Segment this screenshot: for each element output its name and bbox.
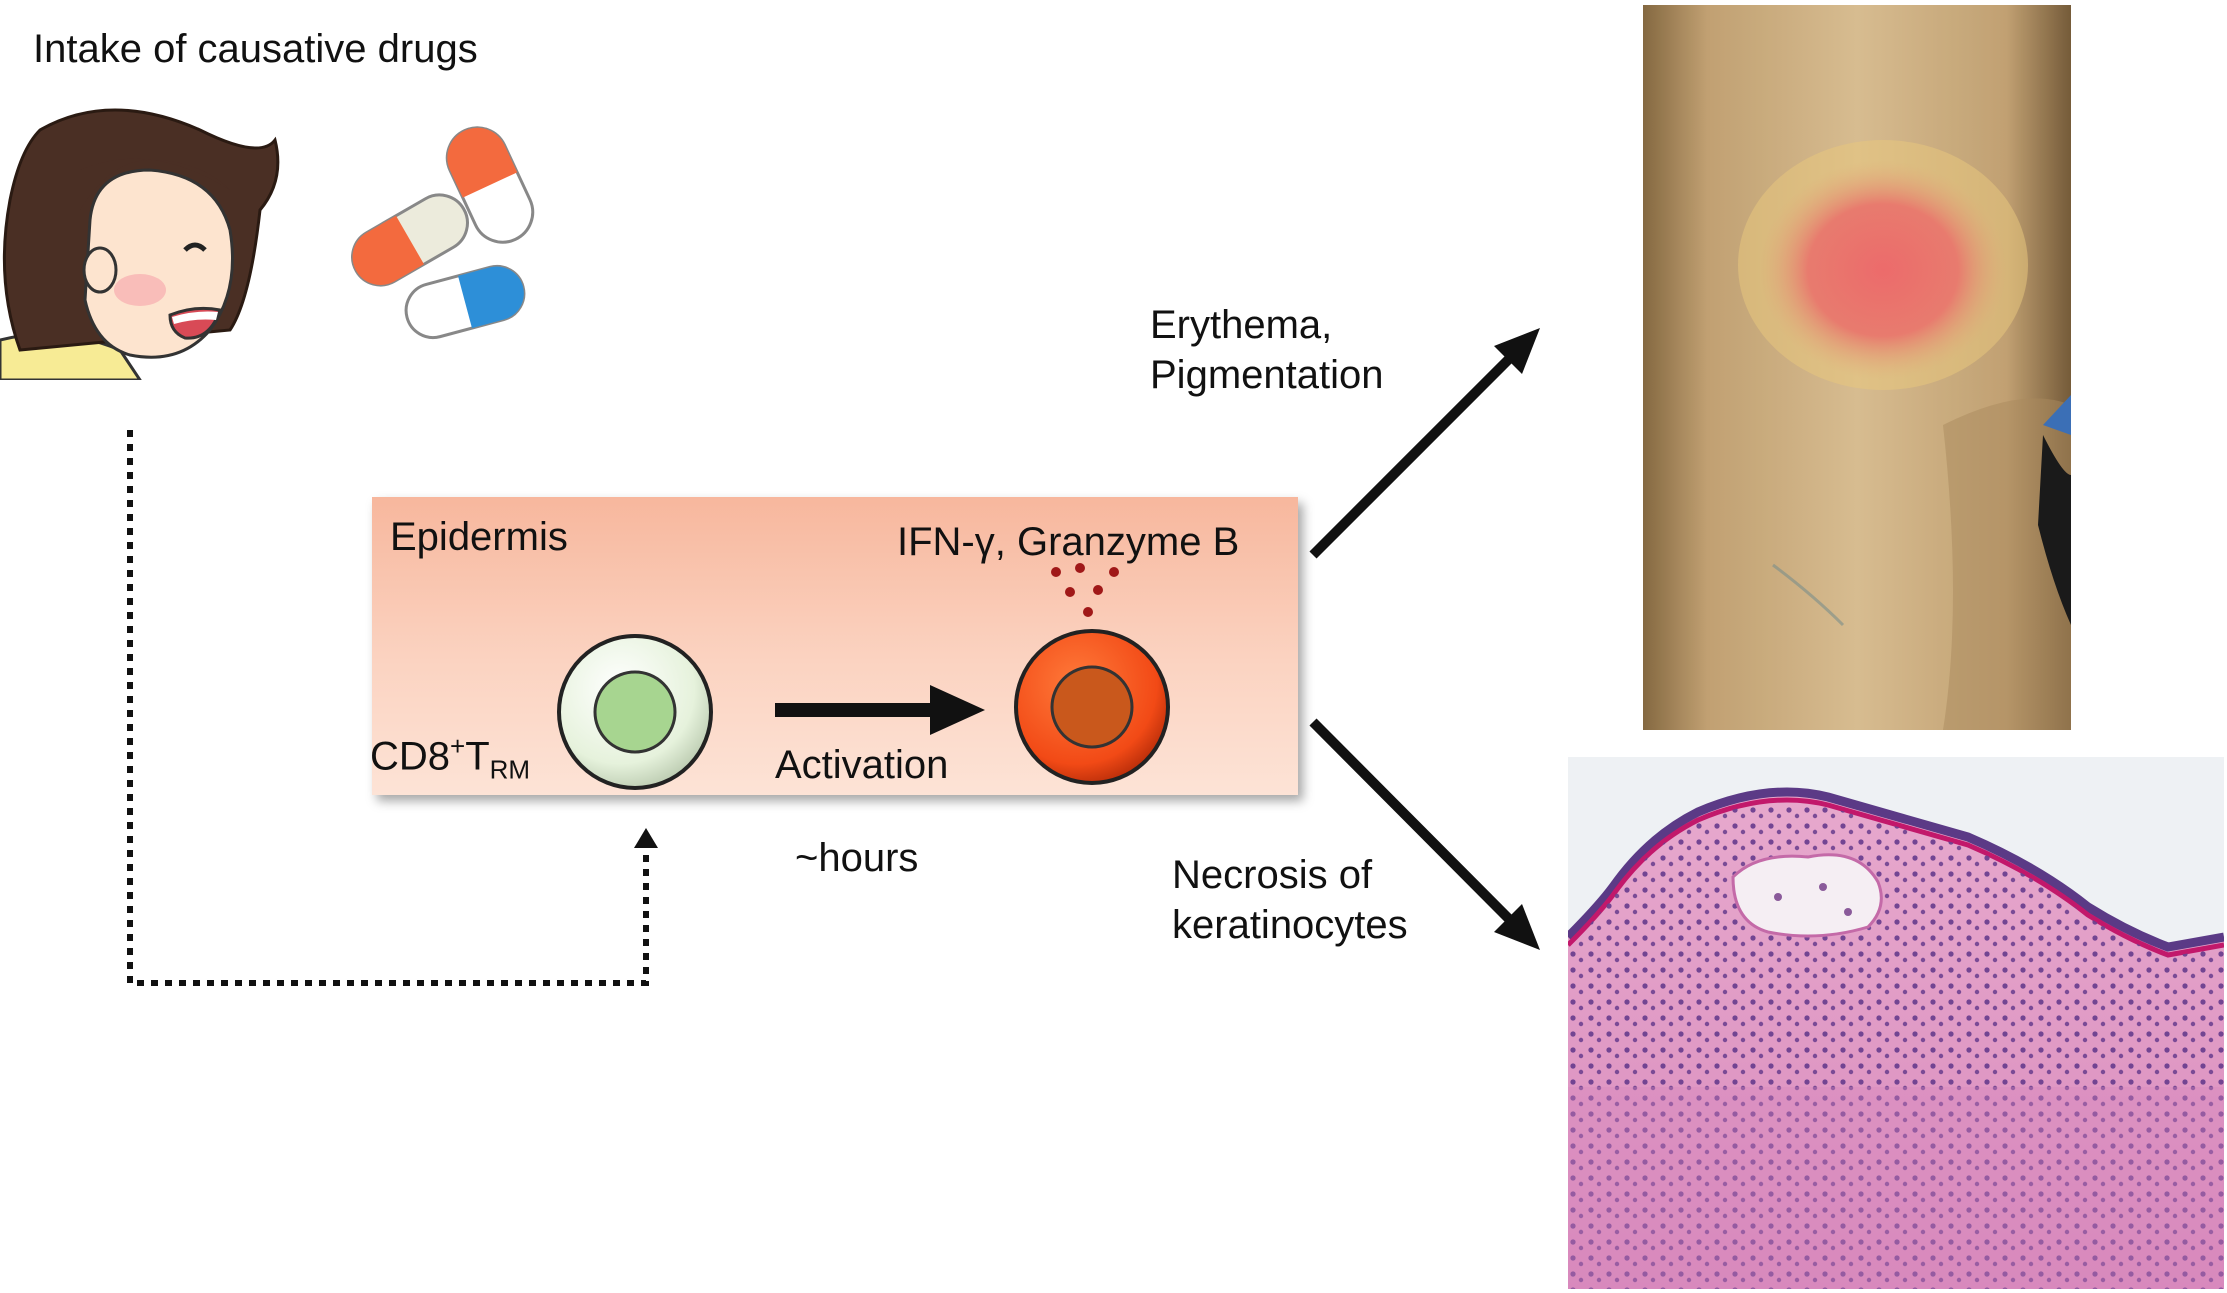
activation-label: Activation <box>775 743 949 787</box>
erythema-label: Erythema, Pigmentation <box>1150 303 1384 397</box>
arrow-up-icon <box>634 828 658 848</box>
resting-t-cell <box>557 634 713 790</box>
secretion-dots <box>1051 563 1119 617</box>
histology-photo <box>1568 757 2224 1289</box>
leg-erythema-photo <box>1643 5 2071 730</box>
activation-arrow <box>775 685 985 735</box>
girl-illustration <box>0 108 280 380</box>
page-title: Intake of causative drugs <box>33 27 478 71</box>
necrosis-label: Necrosis of keratinocytes <box>1172 853 1408 947</box>
activated-t-cell <box>1014 629 1170 785</box>
epidermis-label: Epidermis <box>390 515 568 559</box>
cd8-trm-label: CD8+TRM <box>370 731 531 785</box>
arrow-up-right-icon <box>1494 328 1540 374</box>
cytokine-label: IFN-γ, Granzyme B <box>897 520 1240 564</box>
arrow-down-right-icon <box>1494 904 1540 950</box>
timing-label: ~hours <box>795 836 919 880</box>
capsule-icon <box>351 126 535 340</box>
